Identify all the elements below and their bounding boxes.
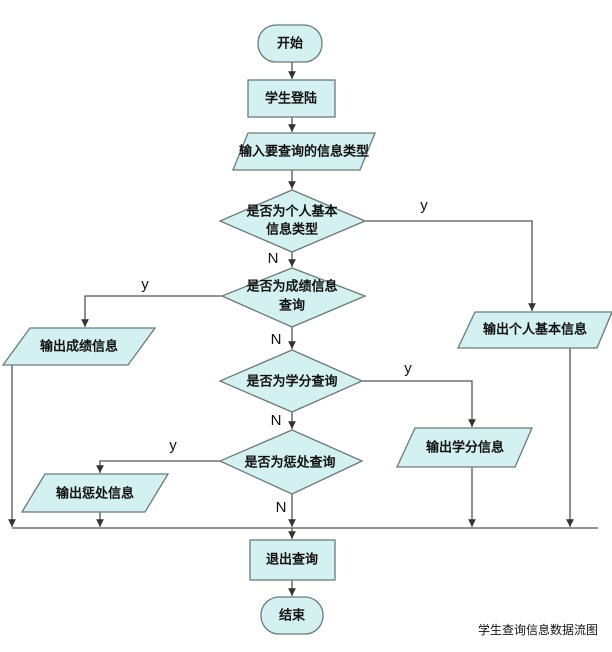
login-text: 学生登陆 bbox=[265, 91, 317, 107]
no-label: N bbox=[276, 499, 287, 516]
decision-credits: 是否为学分查询 bbox=[218, 349, 364, 413]
start-text: 开始 bbox=[277, 36, 303, 52]
decision-personal-text-2: 信息类型 bbox=[266, 222, 318, 238]
yes-label: y bbox=[169, 437, 177, 454]
diagram-caption: 学生查询信息数据流图 bbox=[478, 622, 598, 637]
end-terminator: 结束 bbox=[260, 596, 324, 635]
decision-credits-text: 是否为学分查询 bbox=[245, 374, 337, 390]
output-grades: 输出成绩信息 bbox=[1, 327, 157, 366]
start-terminator: 开始 bbox=[257, 24, 323, 63]
output-personal-info: 输出个人基本信息 bbox=[456, 311, 612, 349]
decision-grades-text-2: 查询 bbox=[278, 298, 305, 314]
no-label: N bbox=[268, 250, 279, 267]
input-type-io: 输入要查询的信息类型 bbox=[232, 132, 376, 171]
connectors bbox=[8, 62, 598, 596]
decision-penalty-text: 是否为惩处查询 bbox=[243, 455, 335, 471]
decision-penalty: 是否为惩处查询 bbox=[218, 429, 364, 495]
exit-text: 退出查询 bbox=[266, 552, 318, 568]
input-text: 输入要查询的信息类型 bbox=[239, 144, 369, 160]
yes-label: y bbox=[141, 276, 149, 293]
output-grades-text: 输出成绩信息 bbox=[40, 339, 118, 355]
decision-personal-info: 是否为个人基本 信息类型 bbox=[218, 189, 367, 253]
login-process: 学生登陆 bbox=[247, 79, 336, 118]
decision-grades: 是否为成绩信息 查询 bbox=[220, 267, 367, 328]
output-credits: 输出学分信息 bbox=[395, 427, 533, 468]
yes-label: y bbox=[404, 360, 412, 377]
yes-label: y bbox=[420, 197, 428, 214]
output-penalty: 输出惩处信息 bbox=[20, 473, 170, 513]
end-text: 结束 bbox=[279, 608, 306, 624]
decision-personal-text-1: 是否为个人基本 bbox=[245, 204, 337, 220]
decision-grades-text-1: 是否为成绩信息 bbox=[245, 279, 337, 295]
output-credits-text: 输出学分信息 bbox=[426, 440, 504, 456]
exit-process: 退出查询 bbox=[249, 539, 336, 581]
output-personal-text: 输出个人基本信息 bbox=[483, 322, 587, 338]
no-label: N bbox=[271, 331, 282, 348]
output-penalty-text: 输出惩处信息 bbox=[56, 486, 134, 502]
no-label: N bbox=[271, 412, 282, 429]
